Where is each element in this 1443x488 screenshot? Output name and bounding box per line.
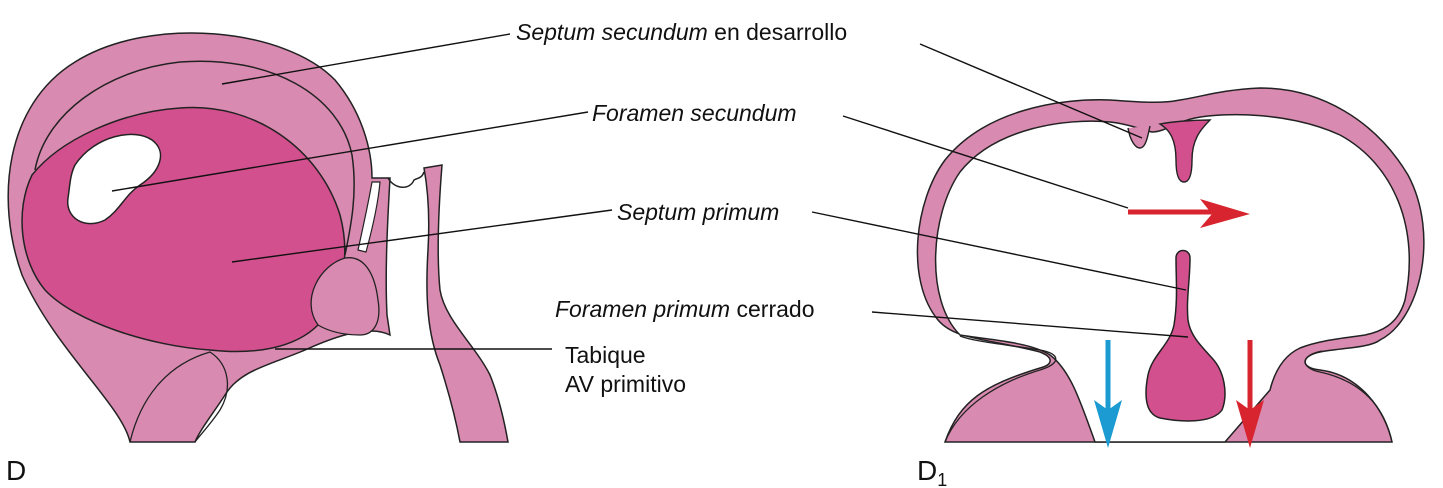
left-heart-view [7,32,509,443]
leader-septum-primum [231,209,613,263]
label-septum-secundum: Septum secundum en desarrollo [516,19,847,45]
right-leader-lines [811,43,1189,338]
panel-label-d1-letter: D [917,455,938,486]
leader-foramen-secundum [111,111,589,192]
label-tabique-line2: AV primitivo [565,371,686,397]
label-septum-secundum-rest: en desarrollo [707,19,848,45]
leader-desarrollo [919,43,1143,139]
leader-foramen-primum [871,311,1189,338]
atrial-floor [129,351,229,443]
right-heart-section [916,87,1425,443]
label-foramen-secundum: Foramen secundum [592,100,797,126]
inner-sliver [357,181,381,253]
label-foramen-primum: Foramen primum cerrado [555,296,814,322]
atrial-cavity [934,113,1411,443]
left-cushion [944,335,1057,443]
label-foramen-primum-rest: cerrado [730,296,815,322]
leader-septum-secundum [221,33,511,85]
red-horizontal-arrowhead [1200,199,1250,228]
panel-label-d: D [6,455,27,486]
red-down-arrowhead [1236,400,1264,448]
flow-arrows [1094,199,1264,448]
right-cushion [1304,350,1393,443]
wall-notch [387,171,425,188]
septum-primum-body [1145,249,1226,422]
leader-septum-primum-right [811,211,1187,291]
leader-foramen-secundum-right [842,115,1129,209]
label-foramen-primum-term: Foramen primum [555,296,731,322]
foramen-secundum-hole [67,133,162,225]
label-septum-secundum-term: Septum secundum [516,19,708,45]
label-tabique-line1: Tabique [565,342,646,368]
septum-secundum-edge [34,60,355,256]
panel-label-d1-subscript: 1 [937,470,948,488]
tube-wall [423,164,509,443]
septum-secundum-roof [1158,119,1212,183]
left-leader-lines [111,33,613,350]
blue-down-arrowhead [1094,400,1122,448]
label-septum-primum: Septum primum [617,199,780,225]
endocardial-cushion [310,257,380,336]
panel-label-d1: D1 [917,456,947,488]
